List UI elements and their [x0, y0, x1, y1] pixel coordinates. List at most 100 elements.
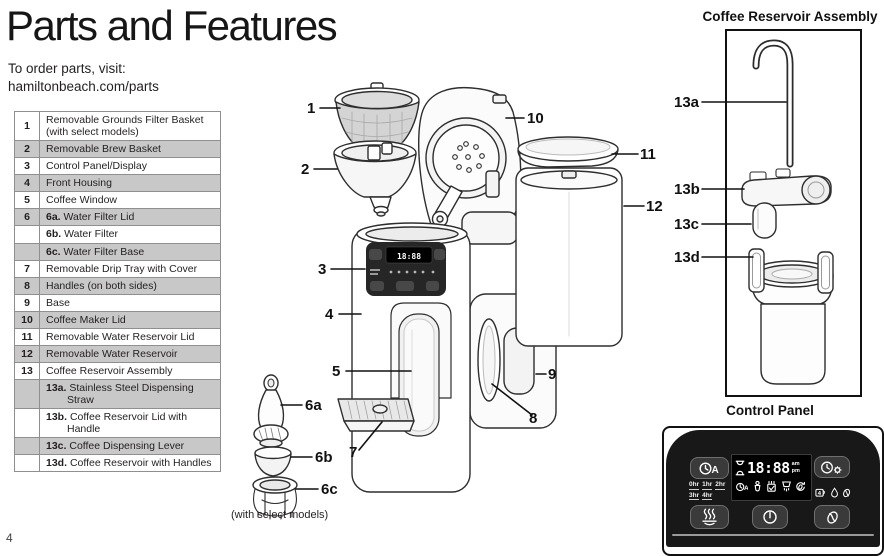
callout-label-11: 11: [640, 146, 656, 163]
reservoir-lid-handle-art: [741, 168, 832, 207]
callout-label-13a: 13a: [674, 94, 700, 111]
callout-label-4: 4: [325, 306, 334, 323]
coffee-maker-lid-open-art: [418, 86, 522, 237]
part-description: Coffee Reservoir Assembly: [39, 361, 221, 381]
am-label: am: [791, 461, 800, 468]
part-description: 13c. Coffee Dispensing Lever: [39, 437, 221, 456]
part-description: Coffee Window: [39, 191, 221, 210]
part-number: 9: [14, 293, 40, 312]
svg-text:A: A: [744, 485, 748, 492]
water-drop-icon: [830, 487, 838, 498]
hourglass-icon: [735, 460, 745, 475]
mini-display-time: 18:88: [397, 252, 421, 261]
callout-label-12: 12: [646, 198, 663, 215]
handle-art: [477, 318, 501, 402]
table-row: 6b. Water Filter: [14, 225, 221, 244]
callout-label-6c: 6c: [321, 481, 338, 498]
auto-brew-button: A: [690, 457, 729, 479]
part-description: 13b. Coffee Reservoir Lid with Handle: [39, 408, 221, 439]
part-description: Removable Water Reservoir: [39, 344, 221, 363]
part-description: Removable Brew Basket: [39, 140, 221, 159]
part-number: 3: [14, 157, 40, 176]
keep-warm-icon: [702, 508, 717, 526]
part-description: Removable Grounds Filter Basket (with se…: [39, 110, 221, 142]
control-panel: A 18:88 am pm A: [662, 426, 884, 556]
svg-text:4: 4: [818, 491, 822, 497]
select-models-note: (with select models): [231, 509, 329, 521]
part-number: 1: [14, 110, 40, 142]
water-filter-parts-art: [252, 374, 298, 520]
part-number: [14, 378, 40, 410]
clock-auto-icon: A: [736, 482, 748, 492]
clock-auto-icon: A: [698, 461, 718, 476]
hour-option-4hr: 4hr: [702, 491, 713, 500]
water-reservoir-art: [515, 167, 623, 347]
order-parts-text: To order parts, visit: hamiltonbeach.com…: [8, 60, 159, 96]
hour-option-2hr: 2hr: [715, 481, 726, 490]
callout-label-9: 9: [548, 366, 557, 383]
program-clock-button: [814, 456, 850, 478]
grounds-basket-icon: [767, 481, 776, 492]
callout-label-8: 8: [529, 410, 538, 427]
brew-basket-art: [333, 140, 417, 217]
part-number: 2: [14, 140, 40, 159]
callout-label-6b: 6b: [315, 449, 333, 466]
order-parts-link[interactable]: hamiltonbeach.com/parts: [8, 78, 159, 94]
part-description: 13a. Stainless Steel Dispensing Straw: [39, 378, 221, 410]
part-description: Handles (on both sides): [39, 276, 221, 295]
clean-cycle-icon: [796, 481, 805, 491]
drip-tray-art: [337, 398, 415, 432]
table-row: 6c. Water Filter Base: [14, 242, 221, 261]
callout-label-13d: 13d: [674, 249, 700, 266]
part-number: [14, 242, 40, 261]
reservoir-assembly-title: Coffee Reservoir Assembly: [702, 9, 878, 24]
display-screen: 18:88 am pm A: [731, 454, 812, 501]
table-row: 13a. Stainless Steel Dispensing Straw: [14, 378, 221, 410]
callout-label-10: 10: [527, 110, 544, 127]
hour-option-3hr: 3hr: [689, 491, 700, 500]
part-description: Removable Drip Tray with Cover: [39, 259, 221, 278]
water-filter-icon: [754, 481, 760, 492]
part-number: 8: [14, 276, 40, 295]
hour-option-0hr: 0hr: [689, 481, 700, 490]
table-row: 13d. Coffee Reservoir with Handles: [14, 454, 221, 473]
part-description: 6b. Water Filter: [39, 225, 221, 244]
order-parts-line1: To order parts, visit:: [8, 61, 126, 76]
part-number: 13: [14, 361, 40, 381]
dispense-cup-icon: [781, 481, 791, 492]
keep-warm-button: [690, 505, 729, 529]
display-time-row: 18:88 am pm: [735, 457, 808, 478]
part-description: 6c. Water Filter Base: [39, 242, 221, 261]
part-description: Front Housing: [39, 174, 221, 193]
power-icon: [763, 510, 777, 524]
part-number: [14, 408, 40, 439]
callout-label-1: 1: [307, 100, 316, 117]
power-button: [752, 505, 788, 529]
display-status-icons: A: [735, 481, 808, 493]
part-number: 5: [14, 191, 40, 210]
bold-brew-button: [814, 505, 850, 529]
part-number: [14, 454, 40, 473]
reservoir-assembly-box: [725, 29, 862, 397]
part-number: 11: [14, 327, 40, 346]
page-number: 4: [6, 531, 13, 545]
callout-label-6a: 6a: [305, 397, 322, 414]
clock-settings-icon: [821, 461, 842, 474]
coffee-reservoir-art: [748, 248, 834, 385]
small-cup-icon: 4: [815, 488, 825, 497]
part-number: [14, 437, 40, 456]
